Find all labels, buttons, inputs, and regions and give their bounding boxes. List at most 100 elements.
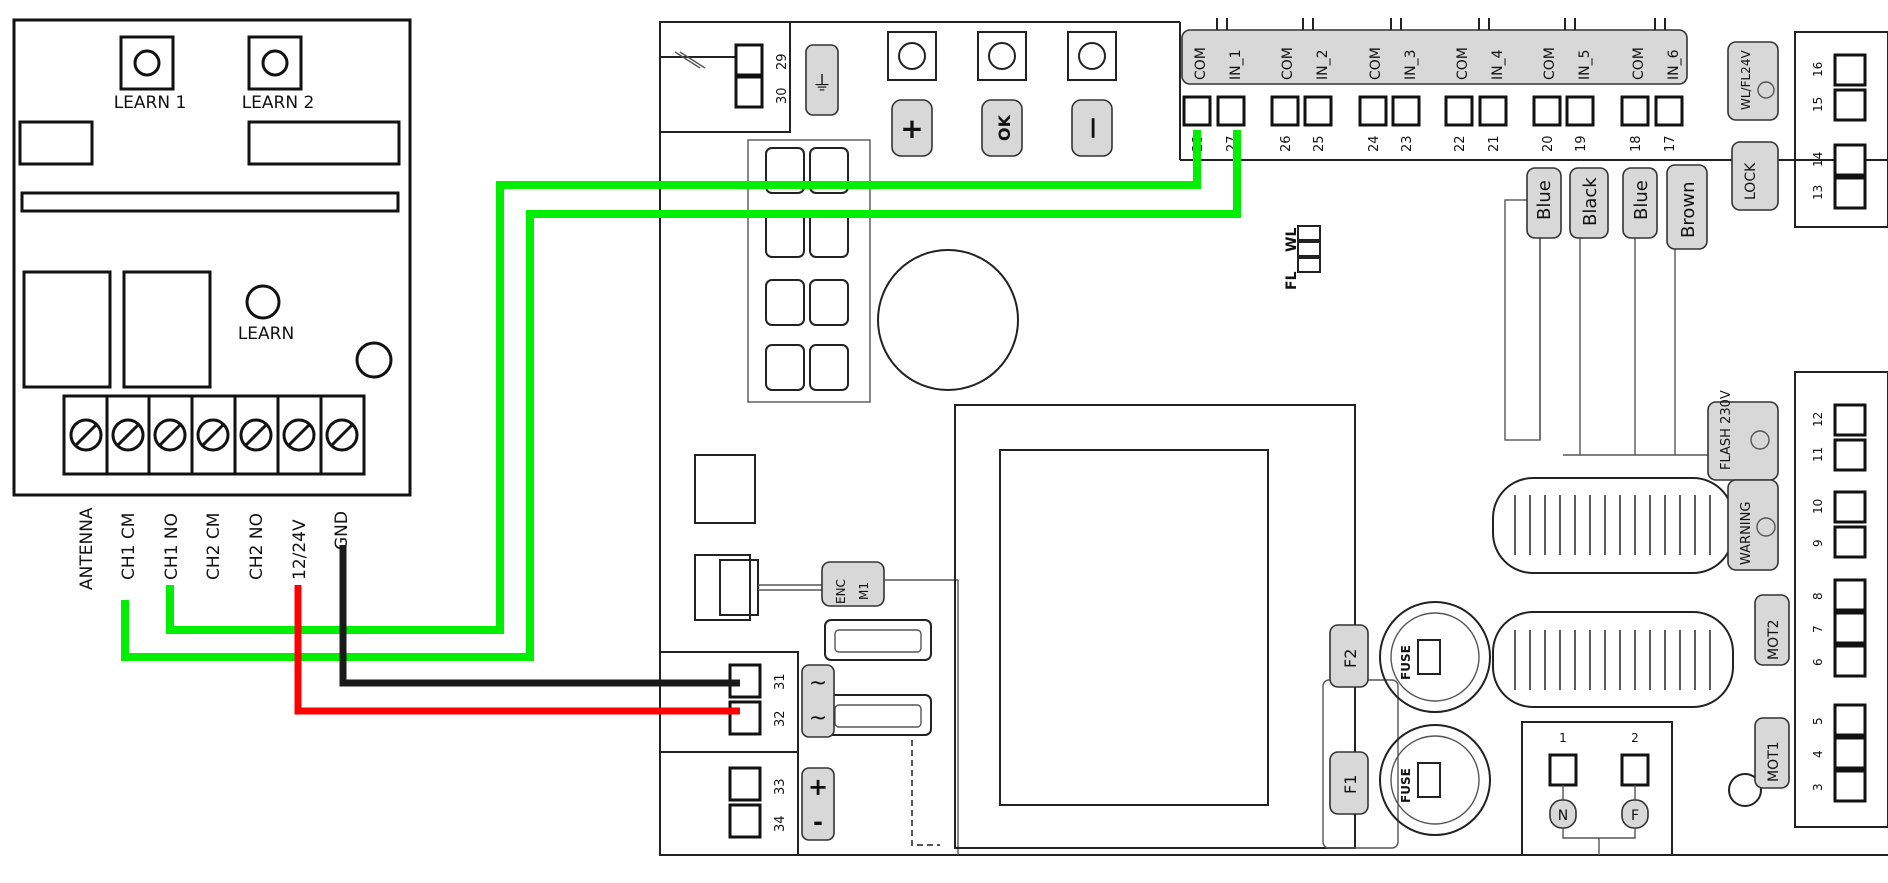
com-label-2: COM	[1280, 47, 1296, 80]
buzzer	[877, 249, 1019, 391]
fuse-text-2: FUSE	[1399, 768, 1413, 803]
ac-symbol-1: ~	[809, 671, 827, 696]
wire-ch1-cm-to-in1	[121, 130, 1241, 661]
learn-label: LEARN	[238, 324, 294, 344]
seven-segment-display	[747, 139, 871, 403]
wire-ch1-no-to-com	[166, 130, 1201, 634]
dc-minus-symbol: -	[813, 808, 823, 836]
control-board: 29 30 ⏚ + OK —	[659, 18, 1888, 856]
terminal-21: 21	[1487, 135, 1502, 152]
receiver-terminal-block	[62, 394, 366, 476]
mains-terminal: 1 2 N F	[1521, 721, 1673, 856]
antenna-symbol-icon: ⏚	[812, 71, 832, 95]
gnd-label: GND	[332, 511, 352, 550]
terminal-15: 15	[1811, 97, 1825, 112]
ac-symbol-2: ~	[809, 706, 827, 731]
tag-black: Black	[1580, 177, 1601, 226]
fl-wl-jumper: FL WL	[1284, 225, 1321, 290]
terminal-20: 20	[1541, 135, 1556, 152]
terminal-25: 25	[1312, 135, 1327, 152]
terminal-33: 33	[773, 778, 788, 795]
wire-gnd	[339, 545, 740, 687]
terminal-23: 23	[1400, 135, 1415, 152]
in2-label: IN_2	[1315, 49, 1331, 80]
right-module-column: WL/FL24V LOCK FLASH 230V WARNING MOT2 MO…	[1707, 31, 1888, 828]
mains-f-tag: F	[1631, 808, 1639, 824]
com-label-4: COM	[1455, 47, 1471, 80]
flash-230v-label: FLASH 230V	[1719, 390, 1734, 470]
wire-colour-tags: Blue Black Blue Brown	[1504, 164, 1740, 456]
in5-label: IN_5	[1577, 49, 1593, 80]
terminal-5: 5	[1811, 717, 1825, 725]
power-12-24v-label: 12/24V	[290, 519, 310, 580]
plus-button-label: +	[900, 112, 923, 145]
learn1-label: LEARN 1	[114, 93, 187, 113]
receiver-module: LEARN 1 LEARN 2 LEARN ANTENNA	[12, 18, 412, 590]
com-label-1: COM	[1193, 47, 1209, 80]
fuse-f1-label: F1	[1341, 775, 1360, 794]
mot1-label: MOT1	[1766, 741, 1782, 782]
learn-led	[245, 284, 281, 320]
in1-label: IN_1	[1228, 49, 1244, 80]
receiver-board-outline	[12, 18, 412, 497]
antenna-label: ANTENNA	[77, 507, 97, 590]
fuses: F2 F1 FUSE FUSE	[1322, 601, 1491, 849]
com-label-5: COM	[1542, 47, 1558, 80]
minus-button-label: —	[1080, 117, 1105, 139]
fuse-text-1: FUSE	[1399, 645, 1413, 680]
terminal-13: 13	[1811, 185, 1825, 200]
learn2-button	[247, 35, 303, 91]
mains-terminal-1: 1	[1559, 731, 1567, 745]
terminal-16: 16	[1811, 62, 1825, 77]
mot2-label: MOT2	[1766, 619, 1782, 660]
wl-label: WL	[1284, 228, 1300, 252]
ch1-no-label: CH1 NO	[162, 513, 182, 580]
terminal-22: 22	[1453, 135, 1468, 152]
warning-label: WARNING	[1739, 502, 1754, 565]
tag-blue-2: Blue	[1631, 180, 1652, 220]
wires	[121, 130, 1241, 715]
terminal-12: 12	[1811, 412, 1825, 427]
terminal-34: 34	[773, 815, 788, 832]
m1-label: M1	[857, 582, 871, 600]
terminal-17: 17	[1663, 135, 1678, 152]
terminal-10: 10	[1811, 499, 1825, 514]
encoder-connector: ENC M1	[694, 554, 959, 855]
receiver-screws	[69, 396, 359, 474]
learn2-label: LEARN 2	[242, 93, 315, 113]
wl-fl24v-label: WL/FL24V	[1739, 50, 1753, 110]
transformer	[954, 404, 1356, 849]
terminal-19: 19	[1574, 135, 1589, 152]
dc-terminal-block: 33 34 + -	[659, 751, 835, 856]
terminal-6: 6	[1811, 658, 1825, 666]
terminal-18: 18	[1629, 135, 1644, 152]
learn1-button	[119, 35, 175, 91]
tag-blue-1: Blue	[1534, 180, 1555, 220]
mains-terminal-2: 2	[1631, 731, 1639, 745]
antenna-connector: 29 30 ⏚	[660, 43, 839, 116]
terminal-32: 32	[773, 710, 788, 727]
board-buttons: + OK —	[887, 31, 1117, 157]
com-label-3: COM	[1368, 47, 1384, 80]
terminal-9: 9	[1811, 539, 1825, 547]
fuse-f2-label: F2	[1341, 649, 1360, 668]
coils	[1492, 477, 1734, 708]
ch2-cm-label: CH2 CM	[204, 513, 224, 580]
input-connector-bank: COM IN_1 COM IN_2 COM IN_3 COM IN_4 COM …	[1181, 18, 1688, 152]
ok-button-label: OK	[995, 114, 1014, 141]
terminal-29: 29	[775, 53, 790, 70]
fl-label: FL	[1284, 271, 1300, 290]
terminal-30: 30	[775, 87, 790, 104]
terminal-7: 7	[1811, 625, 1825, 633]
wire-12-24v	[294, 585, 740, 715]
terminal-24: 24	[1367, 135, 1382, 152]
in3-label: IN_3	[1403, 49, 1419, 80]
terminal-3: 3	[1811, 783, 1825, 791]
lock-label: LOCK	[1743, 162, 1759, 200]
dc-plus-symbol: +	[808, 773, 828, 801]
mains-n-tag: N	[1558, 808, 1568, 824]
enc-label: ENC	[834, 579, 848, 604]
ch1-cm-label: CH1 CM	[119, 513, 139, 580]
terminal-4: 4	[1811, 750, 1825, 758]
